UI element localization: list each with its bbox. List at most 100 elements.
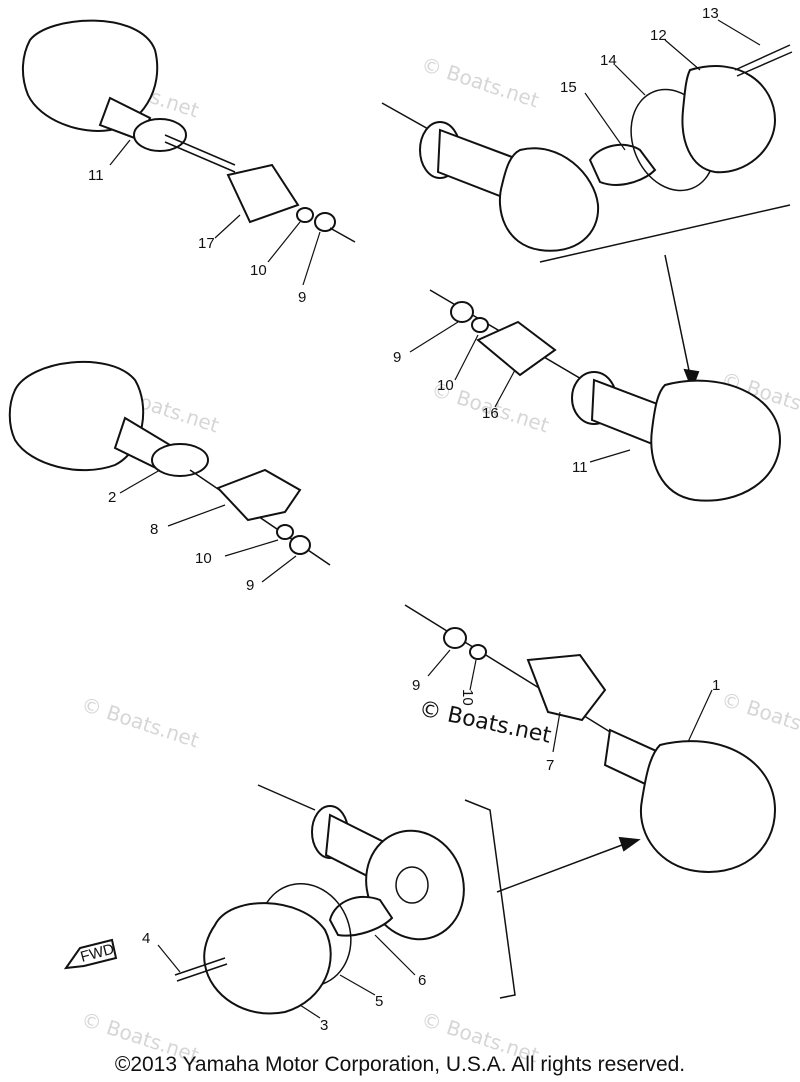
callout-12: 12 — [650, 27, 667, 44]
assembly-bottom: FWD — [63, 784, 465, 1015]
spacer-16 — [476, 320, 557, 377]
flasher-base-flange — [151, 443, 209, 477]
nut-9 — [443, 627, 467, 649]
screw-4 — [176, 963, 228, 982]
mounting-bolt — [164, 134, 236, 166]
leader-line — [119, 469, 161, 494]
callout-4: 4 — [142, 930, 150, 947]
callout-10: 10 — [459, 689, 476, 706]
leader-line — [167, 504, 226, 527]
bracket-8 — [216, 468, 302, 522]
assembly-middle-right — [429, 289, 782, 502]
callout-13: 13 — [702, 5, 719, 22]
assembly-top-right — [381, 44, 793, 391]
leader-line — [552, 711, 561, 753]
watermark: © Boats.net — [78, 692, 202, 753]
lens-12 — [681, 65, 777, 174]
bracket-7 — [526, 653, 607, 722]
wire-lead — [257, 784, 316, 811]
nut-9 — [289, 535, 311, 555]
leader-line — [302, 231, 321, 286]
group-bracket — [539, 204, 791, 263]
washer-10 — [276, 524, 294, 540]
callout-11: 11 — [88, 167, 104, 184]
leader-line — [717, 19, 761, 46]
leader-line — [589, 449, 631, 463]
leader-line — [687, 689, 713, 743]
assembly-arrow — [496, 841, 631, 893]
callout-5: 5 — [375, 993, 383, 1010]
leader-line — [261, 555, 297, 583]
callout-9: 9 — [246, 577, 254, 594]
arrow-head — [618, 836, 641, 852]
callout-10: 10 — [195, 550, 212, 567]
leader-line — [614, 64, 646, 96]
screw-4 — [174, 957, 226, 976]
fwd-arrow: FWD — [63, 938, 118, 970]
washer-10 — [471, 317, 489, 333]
flasher-lens — [650, 379, 782, 502]
callout-17: 17 — [198, 235, 215, 252]
leader-line — [299, 1004, 321, 1019]
callout-9: 9 — [298, 289, 306, 306]
spacer-17 — [226, 163, 300, 224]
callout-14: 14 — [600, 52, 617, 69]
nut-9 — [450, 301, 474, 323]
leader-line — [494, 369, 516, 408]
bulb-15 — [588, 143, 657, 186]
mounting-bolt — [164, 141, 236, 173]
assembly-arrow — [664, 254, 693, 386]
flasher-base-flange — [133, 118, 187, 152]
wire-lead — [329, 227, 356, 243]
callout-2: 2 — [108, 489, 116, 506]
washer-10 — [296, 207, 314, 223]
screw-13 — [734, 44, 791, 71]
flasher-body — [498, 147, 600, 252]
leader-line — [157, 944, 181, 973]
leader-line — [454, 334, 479, 381]
bulb-6 — [328, 895, 394, 937]
leader-line — [409, 321, 459, 353]
leader-lines — [109, 19, 761, 1019]
fwd-arrow-icon — [63, 938, 118, 970]
assembly-middle-left — [8, 360, 331, 566]
callout-7: 7 — [546, 757, 554, 774]
screw-13 — [736, 51, 793, 77]
leader-line — [214, 214, 241, 239]
leader-line — [427, 649, 451, 677]
washer-10 — [469, 644, 487, 660]
leader-line — [469, 659, 477, 691]
callout-8: 8 — [150, 521, 158, 538]
callout-9: 9 — [393, 349, 401, 366]
callout-10: 10 — [250, 262, 267, 279]
callout-16: 16 — [482, 405, 499, 422]
wire-lead — [381, 102, 431, 131]
copyright-notice: ©2013 Yamaha Motor Corporation, U.S.A. A… — [114, 1053, 686, 1076]
watermark-main: © Boats.net — [417, 696, 554, 748]
assembly-lower-right — [404, 604, 777, 999]
leader-line — [267, 221, 301, 263]
leader-line — [339, 974, 376, 996]
group-bracket — [464, 799, 516, 999]
socket — [395, 866, 429, 904]
watermark: © Boats.net — [718, 687, 800, 748]
callout-11: 11 — [572, 459, 588, 476]
callout-1: 1 — [712, 677, 720, 694]
assembly-top-left — [22, 19, 356, 243]
watermark: © Boats.net — [418, 52, 542, 113]
leader-line — [374, 934, 416, 976]
leader-line — [584, 92, 626, 151]
callout-6: 6 — [418, 972, 426, 989]
flasher-stem — [590, 378, 662, 447]
flasher-lens — [639, 740, 777, 873]
flasher-lens-2 — [8, 360, 145, 472]
leader-line — [109, 139, 131, 166]
nut-9 — [314, 212, 336, 232]
callout-3: 3 — [320, 1017, 328, 1034]
leader-line — [664, 39, 701, 71]
callout-9: 9 — [412, 677, 420, 694]
leader-line — [224, 539, 279, 557]
callout-10: 10 — [437, 377, 454, 394]
callout-15: 15 — [560, 79, 577, 96]
